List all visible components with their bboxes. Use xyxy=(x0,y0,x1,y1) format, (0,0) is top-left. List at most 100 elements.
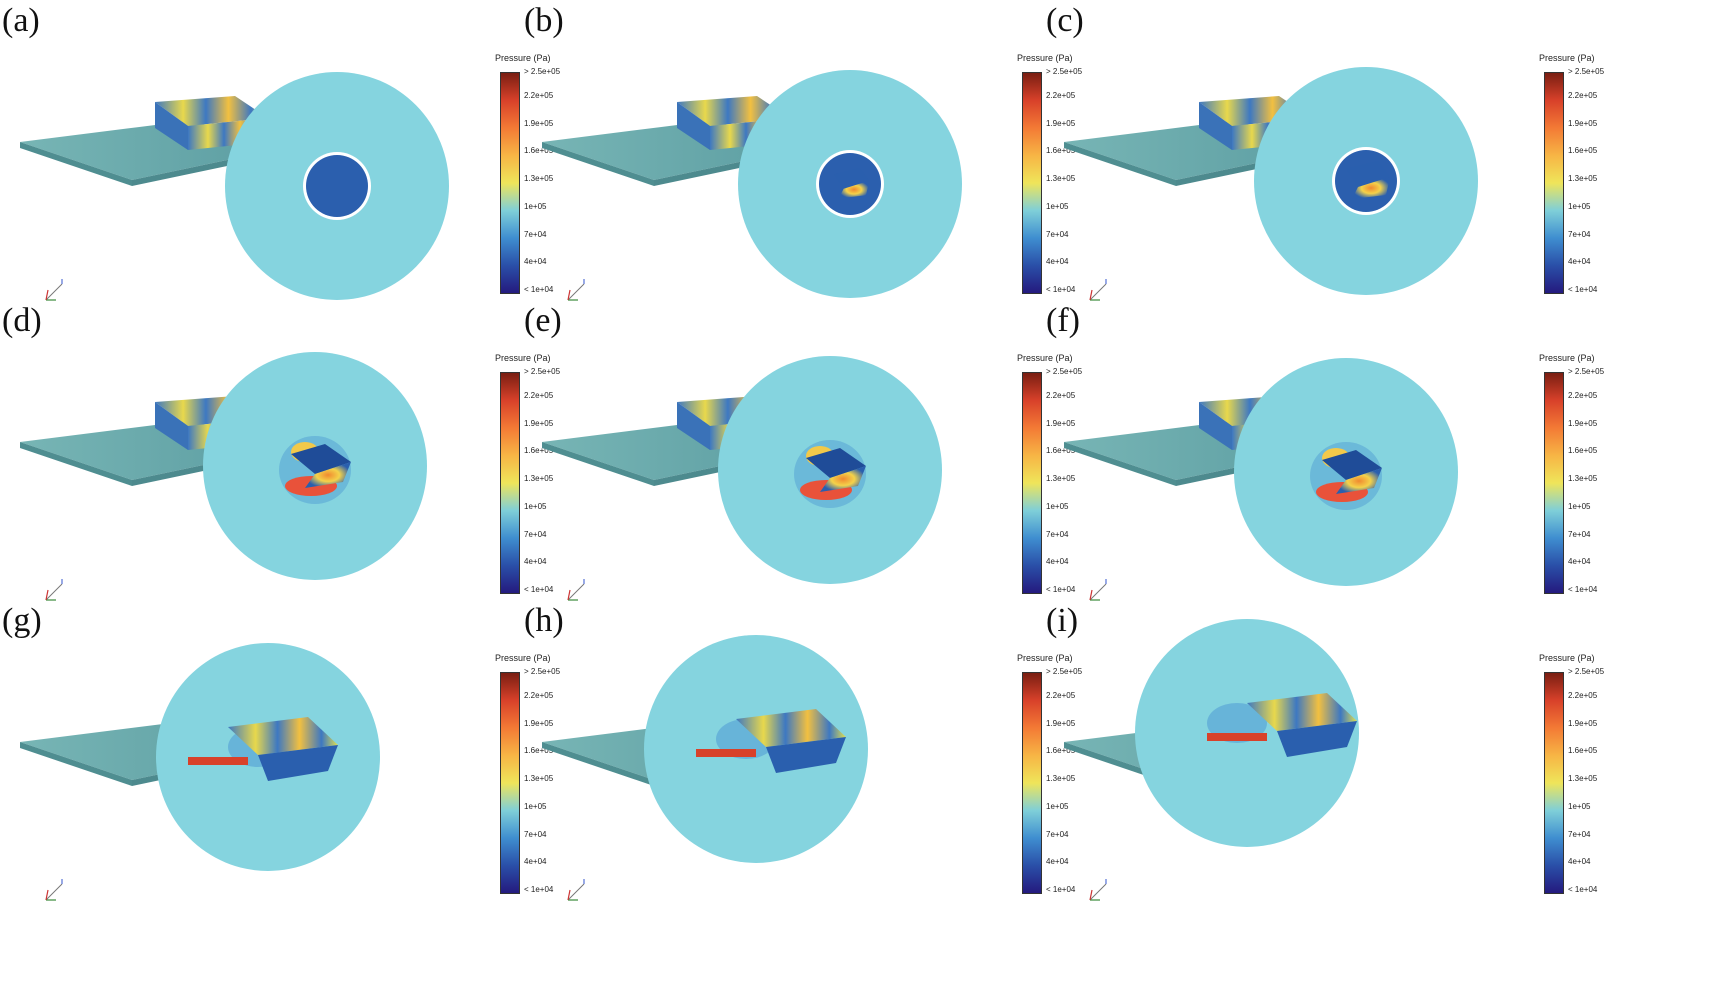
colorbar-tick-label: < 1e+04 xyxy=(524,285,554,294)
colorbar-tick-label: 1.3e+05 xyxy=(524,474,554,483)
figure-panel-9: (i) Pressure (Pa) > 2.5e+05 2.2e+05 1.9e+0… xyxy=(1044,600,1617,929)
colorbar-tick-label: 1e+05 xyxy=(524,801,547,811)
hot-stripe xyxy=(1207,733,1267,741)
colorbar-tick-label: 2.2e+05 xyxy=(1568,690,1598,700)
pressure-scene xyxy=(20,72,449,300)
colorbar-tick-label: < 1e+04 xyxy=(1046,885,1076,894)
colorbar-tick-label: 1.9e+05 xyxy=(1046,718,1076,728)
colorbar-tick-label: > 2.5e+05 xyxy=(1046,367,1083,376)
pressure-scene xyxy=(542,635,868,863)
axis-triad-icon xyxy=(1089,579,1107,601)
colorbar-tick-label: < 1e+04 xyxy=(524,885,554,894)
colorbar xyxy=(1022,672,1042,894)
colorbar xyxy=(500,372,520,594)
colorbar-tick-label: 1.9e+05 xyxy=(1046,118,1076,128)
block-face xyxy=(820,466,866,492)
colorbar-tick-label: 1.9e+05 xyxy=(1046,418,1076,428)
colorbar-tick-label: 1.3e+05 xyxy=(1046,774,1076,783)
plate-edge xyxy=(542,742,654,786)
colorbar-tick-label: 1.6e+05 xyxy=(1046,446,1076,456)
panel-label: (a) xyxy=(2,2,40,39)
panel-label: (g) xyxy=(2,602,42,639)
colorbar-title: Pressure (Pa) xyxy=(495,353,551,363)
colorbar-tick-label: 1e+05 xyxy=(1046,801,1069,811)
colorbar-tick-label: 4e+04 xyxy=(1046,557,1069,567)
colorbar-tick-label: < 1e+04 xyxy=(1568,585,1598,594)
colorbar-tick-label: < 1e+04 xyxy=(1046,585,1076,594)
colorbar-tick-label: 2.2e+05 xyxy=(1046,90,1076,100)
block-side xyxy=(677,402,710,450)
block-nose xyxy=(1346,161,1390,187)
colorbar-tick-label: 1e+05 xyxy=(1046,201,1069,211)
panel-label: (c) xyxy=(1046,2,1084,39)
colorbar xyxy=(1544,72,1564,294)
hot-stripe xyxy=(696,749,756,757)
colorbar-tick-label: 7e+04 xyxy=(1046,529,1069,539)
colorbar-tick-label: 1e+05 xyxy=(1568,201,1591,211)
colorbar-tick-label: 7e+04 xyxy=(1046,229,1069,239)
colorbar-tick-label: 1.3e+05 xyxy=(1568,474,1598,483)
colorbar-tick-label: > 2.5e+05 xyxy=(1046,67,1083,76)
colorbar-title: Pressure (Pa) xyxy=(1539,53,1595,63)
panel-label: (b) xyxy=(524,2,564,39)
pressure-scene xyxy=(1064,358,1458,586)
colorbar-tick-label: 4e+04 xyxy=(1568,257,1591,267)
colorbar-tick-label: 4e+04 xyxy=(524,557,547,567)
block-front xyxy=(1277,721,1357,757)
block-top xyxy=(155,96,268,126)
colorbar-tick-label: 1e+05 xyxy=(1046,501,1069,511)
panel-label: (i) xyxy=(1046,602,1079,639)
plate-edge xyxy=(1064,142,1176,186)
colorbar-tick-label: 1e+05 xyxy=(524,501,547,511)
colorbar-tick-label: 1.9e+05 xyxy=(1568,718,1598,728)
colorbar-title: Pressure (Pa) xyxy=(1539,353,1595,363)
block-side xyxy=(677,102,710,150)
opening xyxy=(306,155,368,217)
colorbar-tick-label: < 1e+04 xyxy=(1568,285,1598,294)
colorbar-tick-label: > 2.5e+05 xyxy=(524,667,561,676)
colorbar-tick-label: 1.6e+05 xyxy=(1568,146,1598,156)
colorbar-tick-label: 1.6e+05 xyxy=(524,446,554,456)
block-top xyxy=(228,717,338,755)
axis-triad-icon xyxy=(45,279,63,301)
colorbar-tick-label: > 2.5e+05 xyxy=(1046,667,1083,676)
colorbar-tick-label: 7e+04 xyxy=(1568,529,1591,539)
colorbar-title: Pressure (Pa) xyxy=(1017,53,1073,63)
block-side xyxy=(155,402,188,450)
colorbar-title: Pressure (Pa) xyxy=(495,53,551,63)
colorbar-tick-label: 1.9e+05 xyxy=(524,418,554,428)
panel-label: (e) xyxy=(524,302,562,339)
colorbar-tick-label: 2.2e+05 xyxy=(524,690,554,700)
plate-edge xyxy=(20,142,132,186)
colorbar-tick-label: 2.2e+05 xyxy=(524,390,554,400)
block-side xyxy=(155,102,188,150)
colorbar-tick-label: 1.6e+05 xyxy=(1568,446,1598,456)
colorbar-tick-label: 7e+04 xyxy=(524,229,547,239)
colorbar-tick-label: 1.3e+05 xyxy=(1046,474,1076,483)
plate-edge xyxy=(20,442,132,486)
block-face xyxy=(305,462,351,488)
plate-edge xyxy=(542,442,654,486)
colorbar-tick-label: 1.6e+05 xyxy=(1046,746,1076,756)
colorbar xyxy=(1022,372,1042,594)
colorbar-tick-label: 7e+04 xyxy=(1046,829,1069,839)
colorbar-tick-label: > 2.5e+05 xyxy=(524,67,561,76)
colorbar-tick-label: 7e+04 xyxy=(1568,829,1591,839)
colorbar-title: Pressure (Pa) xyxy=(1017,353,1073,363)
plate-edge xyxy=(20,742,132,786)
colorbar-title: Pressure (Pa) xyxy=(1539,653,1595,663)
plate-edge xyxy=(1064,442,1176,486)
colorbar-title: Pressure (Pa) xyxy=(1017,653,1073,663)
colorbar-tick-label: 4e+04 xyxy=(1046,857,1069,867)
hot-stripe xyxy=(188,757,248,765)
axis-triad-icon xyxy=(1089,279,1107,301)
colorbar-tick-label: 2.2e+05 xyxy=(524,90,554,100)
colorbar-tick-label: 7e+04 xyxy=(1568,229,1591,239)
block-nose xyxy=(1322,450,1382,480)
figure-panel-2: (b) Pressure (Pa) > 2.5e+05 2.2e+05 1.9e+0… xyxy=(522,0,1095,329)
colorbar-tick-label: < 1e+04 xyxy=(1046,285,1076,294)
colorbar xyxy=(500,72,520,294)
colorbar-tick-label: 1.9e+05 xyxy=(524,718,554,728)
